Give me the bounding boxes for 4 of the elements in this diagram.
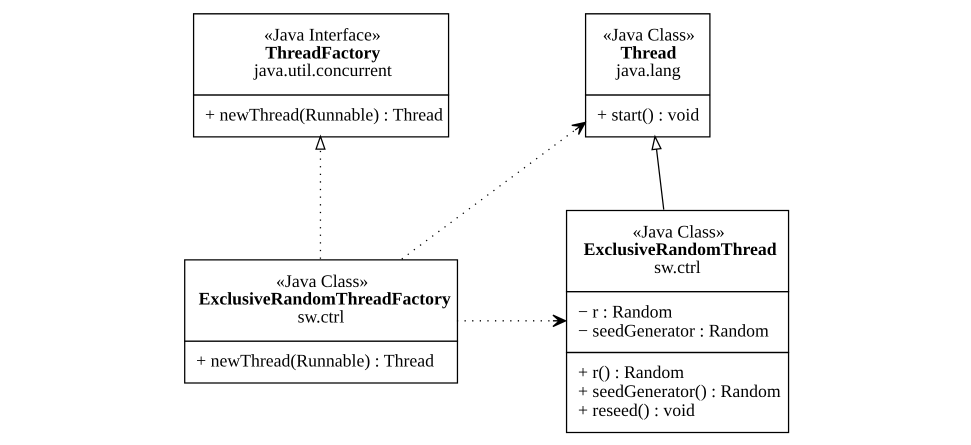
arrow (314, 134, 326, 259)
arrow (650, 134, 664, 210)
arrow (456, 314, 566, 328)
arrow (400, 122, 586, 260)
